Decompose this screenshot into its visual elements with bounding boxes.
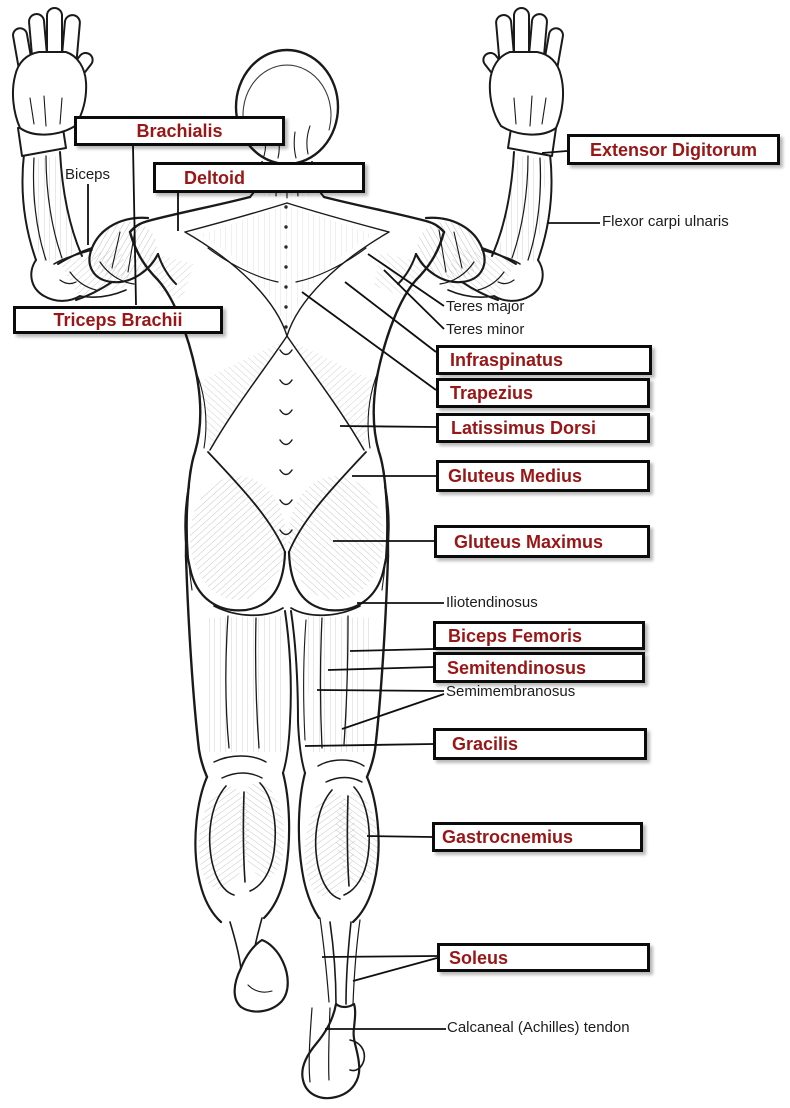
muscle-label-iliotendinosus: Iliotendinosus bbox=[446, 594, 538, 611]
muscle-label-text: Gastrocnemius bbox=[442, 827, 574, 847]
muscle-label-calcaneal-tendon: Calcaneal (Achilles) tendon bbox=[447, 1019, 630, 1036]
muscle-label-box-triceps-brachii[interactable]: Triceps Brachii bbox=[13, 306, 223, 334]
muscle-label-box-infraspinatus[interactable]: Infraspinatus bbox=[436, 345, 652, 375]
muscle-label-box-biceps-femoris[interactable]: Biceps Femoris bbox=[433, 621, 645, 650]
muscle-label-text: Infraspinatus bbox=[450, 350, 564, 370]
muscle-label-box-gluteus-medius[interactable]: Gluteus Medius bbox=[436, 460, 650, 492]
muscle-label-box-extensor-digitorum[interactable]: Extensor Digitorum bbox=[567, 134, 780, 165]
muscle-label-flexor-carpi-ulnaris: Flexor carpi ulnaris bbox=[602, 213, 729, 230]
muscle-label-text: Brachialis bbox=[136, 121, 223, 141]
muscle-label-box-semitendinosus[interactable]: Semitendinosus bbox=[433, 652, 645, 683]
muscle-label-text: Trapezius bbox=[450, 383, 534, 403]
muscle-label-text: Triceps Brachii bbox=[53, 310, 183, 330]
muscle-label-teres-major: Teres major bbox=[446, 298, 525, 315]
muscle-label-teres-minor: Teres minor bbox=[446, 321, 525, 338]
muscle-label-biceps: Biceps bbox=[65, 166, 111, 183]
muscle-label-text: Soleus bbox=[449, 947, 509, 968]
muscle-label-box-gracilis[interactable]: Gracilis bbox=[433, 728, 647, 760]
leader-lines bbox=[87, 145, 600, 1030]
muscle-label-box-soleus[interactable]: Soleus bbox=[437, 943, 650, 972]
muscle-label-box-deltoid[interactable]: Deltoid bbox=[153, 162, 365, 193]
muscle-label-text: Gluteus Medius bbox=[448, 466, 583, 486]
muscle-label-text: Gluteus Maximus bbox=[454, 531, 604, 552]
body-outline bbox=[11, 7, 565, 1100]
muscle-label-box-trapezius[interactable]: Trapezius bbox=[436, 378, 650, 408]
muscle-label-box-latissimus-dorsi[interactable]: Latissimus Dorsi bbox=[436, 413, 650, 443]
muscle-label-text: Semitendinosus bbox=[447, 657, 587, 678]
muscle-label-box-gastrocnemius[interactable]: Gastrocnemius bbox=[432, 822, 643, 852]
muscle-label-text: Deltoid bbox=[184, 167, 245, 188]
muscle-label-semimembranosus: Semimembranosus bbox=[446, 683, 576, 700]
muscle-label-box-brachialis[interactable]: Brachialis bbox=[74, 116, 285, 146]
muscle-label-box-gluteus-maximus[interactable]: Gluteus Maximus bbox=[434, 525, 650, 558]
muscle-label-text: Extensor Digitorum bbox=[589, 139, 758, 160]
muscle-label-text: Biceps Femoris bbox=[448, 625, 583, 646]
muscle-label-text: Latissimus Dorsi bbox=[451, 418, 597, 438]
muscle-label-text: Gracilis bbox=[452, 734, 519, 754]
